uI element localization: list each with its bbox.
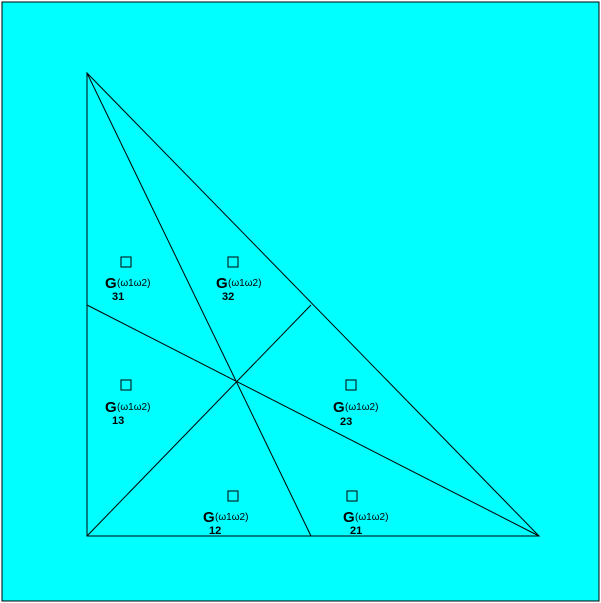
region-32: G (ω1ω2) 32 xyxy=(216,256,261,303)
region-label-main: G xyxy=(216,275,228,292)
region-label-arg: (ω1ω2) xyxy=(117,402,150,413)
region-label-arg: (ω1ω2) xyxy=(345,402,378,413)
region-label-sub: 12 xyxy=(209,525,221,537)
region-label-main: G xyxy=(105,275,117,292)
region-marker xyxy=(120,379,132,391)
region-marker xyxy=(227,490,239,502)
region-label-sub: 31 xyxy=(112,291,124,303)
region-12: G (ω1ω2) 12 xyxy=(203,490,248,537)
region-marker xyxy=(345,379,357,391)
region-marker xyxy=(120,256,132,268)
region-label-arg: (ω1ω2) xyxy=(355,512,388,523)
region-label-main: G xyxy=(343,509,355,526)
region-label-arg: (ω1ω2) xyxy=(117,278,150,289)
region-13: G (ω1ω2) 13 xyxy=(105,379,150,427)
region-label-arg: (ω1ω2) xyxy=(215,512,248,523)
region-label-arg: (ω1ω2) xyxy=(228,278,261,289)
region-marker xyxy=(227,256,239,268)
region-label-sub: 13 xyxy=(112,415,124,427)
region-marker xyxy=(346,490,358,502)
region-label-main: G xyxy=(333,399,345,416)
region-23: G (ω1ω2) 23 xyxy=(333,379,378,428)
region-label-sub: 21 xyxy=(350,525,362,537)
region-label-main: G xyxy=(203,509,215,526)
outer-triangle xyxy=(86,71,541,537)
region-21: G (ω1ω2) 21 xyxy=(343,490,388,537)
region-label-sub: 32 xyxy=(222,291,234,303)
median-from-top-vertex xyxy=(86,72,312,537)
region-31: G (ω1ω2) 31 xyxy=(105,256,150,303)
median-from-bottom-left-vertex xyxy=(86,304,312,537)
median-from-bottom-right-vertex xyxy=(86,304,540,537)
region-label-main: G xyxy=(105,399,117,416)
region-label-sub: 23 xyxy=(340,416,352,428)
